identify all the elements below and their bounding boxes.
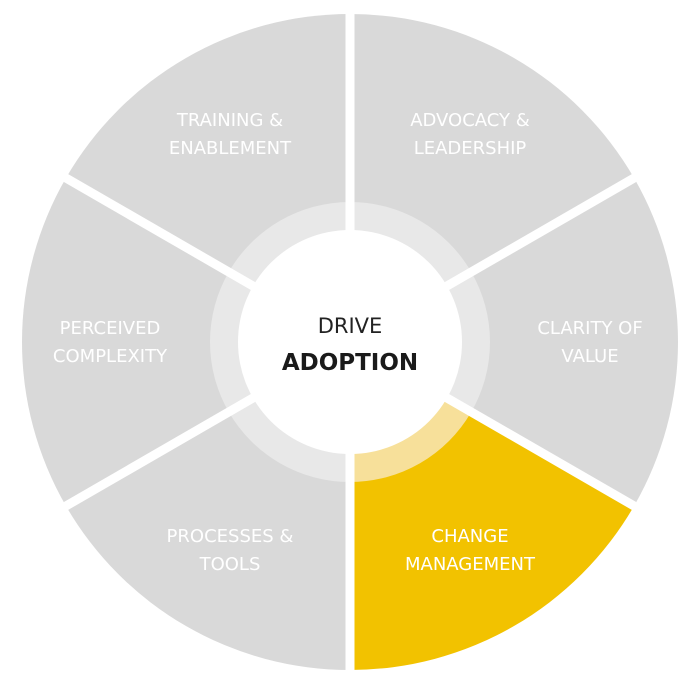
segment-label-line: TRAINING & bbox=[176, 110, 283, 131]
segment-clarity bbox=[350, 178, 678, 506]
segment-perceived bbox=[21, 178, 350, 506]
segment-label-training: TRAINING & ENABLEMENT bbox=[169, 110, 292, 159]
segment-label-advocacy: ADVOCACY & LEADERSHIP bbox=[410, 110, 530, 159]
segment-label-line: TOOLS bbox=[199, 554, 261, 575]
labels-layer: ADVOCACY & LEADERSHIP CLARITY OF VALUE CHANG… bbox=[53, 110, 643, 575]
segment-label-line: CHANGE bbox=[431, 526, 508, 547]
center-title-line2: ADOPTION bbox=[282, 350, 418, 376]
center-title-line1: DRIVE bbox=[318, 314, 383, 338]
segment-label-line: LEADERSHIP bbox=[414, 138, 527, 159]
segment-label-line: PERCEIVED bbox=[60, 318, 161, 339]
segment-label-line: PROCESSES & bbox=[167, 526, 294, 547]
center-disc bbox=[238, 230, 462, 454]
segment-label-line: VALUE bbox=[561, 346, 618, 367]
segment-label-perceived: PERCEIVED COMPLEXITY bbox=[53, 318, 168, 367]
segment-label-line: ADVOCACY & bbox=[410, 110, 530, 131]
segment-label-line: ENABLEMENT bbox=[169, 138, 292, 159]
segment-label-line: MANAGEMENT bbox=[405, 554, 536, 575]
segment-label-processes: PROCESSES & TOOLS bbox=[167, 526, 294, 575]
segment-label-change: CHANGE MANAGEMENT bbox=[405, 526, 536, 575]
segment-label-line: CLARITY OF bbox=[537, 318, 642, 339]
segment-label-line: COMPLEXITY bbox=[53, 346, 168, 367]
segment-label-clarity: CLARITY OF VALUE bbox=[537, 318, 642, 367]
